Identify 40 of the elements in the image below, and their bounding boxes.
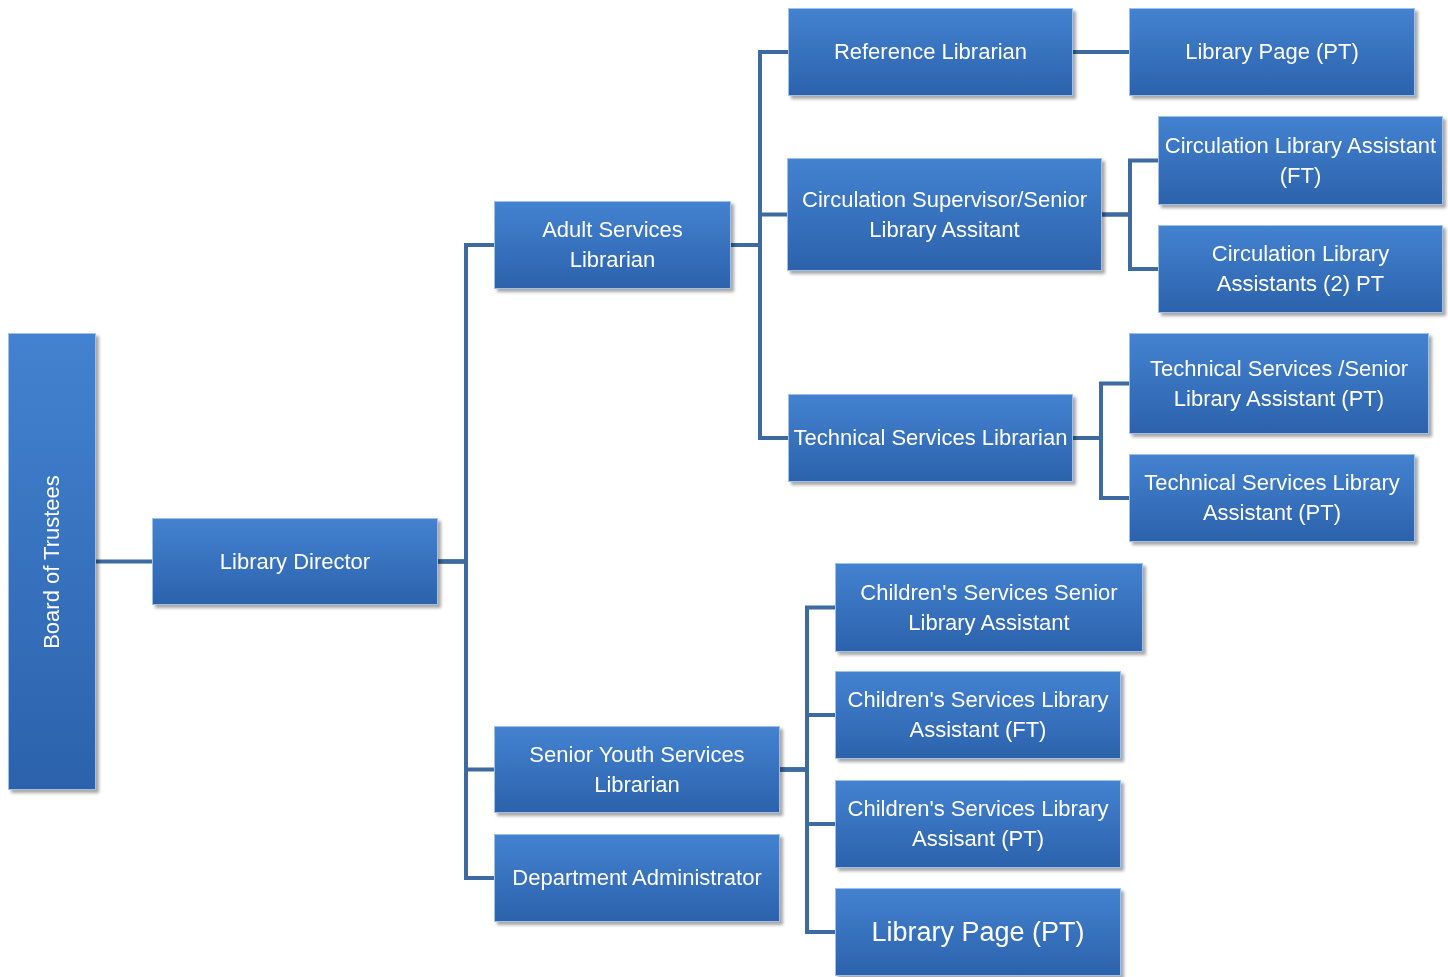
position-title: Children's Services Library Assisant (PT) [846,795,1110,853]
org-box [8,333,96,790]
position-title: Department Administrator [511,864,763,892]
position-title: Board of Trustees [38,474,65,649]
org-box [835,563,1143,652]
position-title: Circulation Library Assistant (FT) [1163,131,1438,190]
org-box [835,888,1121,976]
position-title: Circulation Supervisor/Senior Library Assitant [801,185,1088,244]
position-title: Library Page (PT) [1184,38,1360,66]
org-box [152,518,438,605]
org-box [787,158,1102,271]
org-box [1129,333,1429,434]
org-box [1158,116,1443,205]
position-title: Reference Librarian [832,38,1029,66]
org-box [494,201,731,289]
position-title: Technical Services /Senior Library Assistant (PT) [1149,354,1409,413]
connector-line [1073,436,1129,500]
position-title: Children's Services Senior Library Assistant [859,578,1119,637]
position-title: Technical Services Librarian [792,424,1069,452]
org-box [835,671,1121,759]
position-title: Library Director [218,547,372,576]
position-title: Library Page (PT) [870,917,1086,947]
position-title: Technical Services Library Assistant (PT) [1143,469,1401,527]
position-title: Senior Youth Services Librarian [528,740,746,799]
position-title: Circulation Library Assistants (2) PT [1210,240,1391,298]
connector-line [96,559,152,564]
org-box [494,834,780,922]
org-box [835,780,1121,868]
org-box [788,8,1073,96]
org-box [1129,8,1415,96]
org-box [1158,225,1443,313]
connector-line [1102,212,1158,271]
position-title: Adult Services Librarian [541,216,684,274]
connector-line [438,559,494,880]
org-box [788,394,1073,482]
connector-line [1073,50,1129,54]
position-title: Children's Services Library Assistant (FT) [846,686,1110,744]
org-box [494,726,780,813]
org-box [1129,454,1415,542]
connector-line [780,767,835,934]
